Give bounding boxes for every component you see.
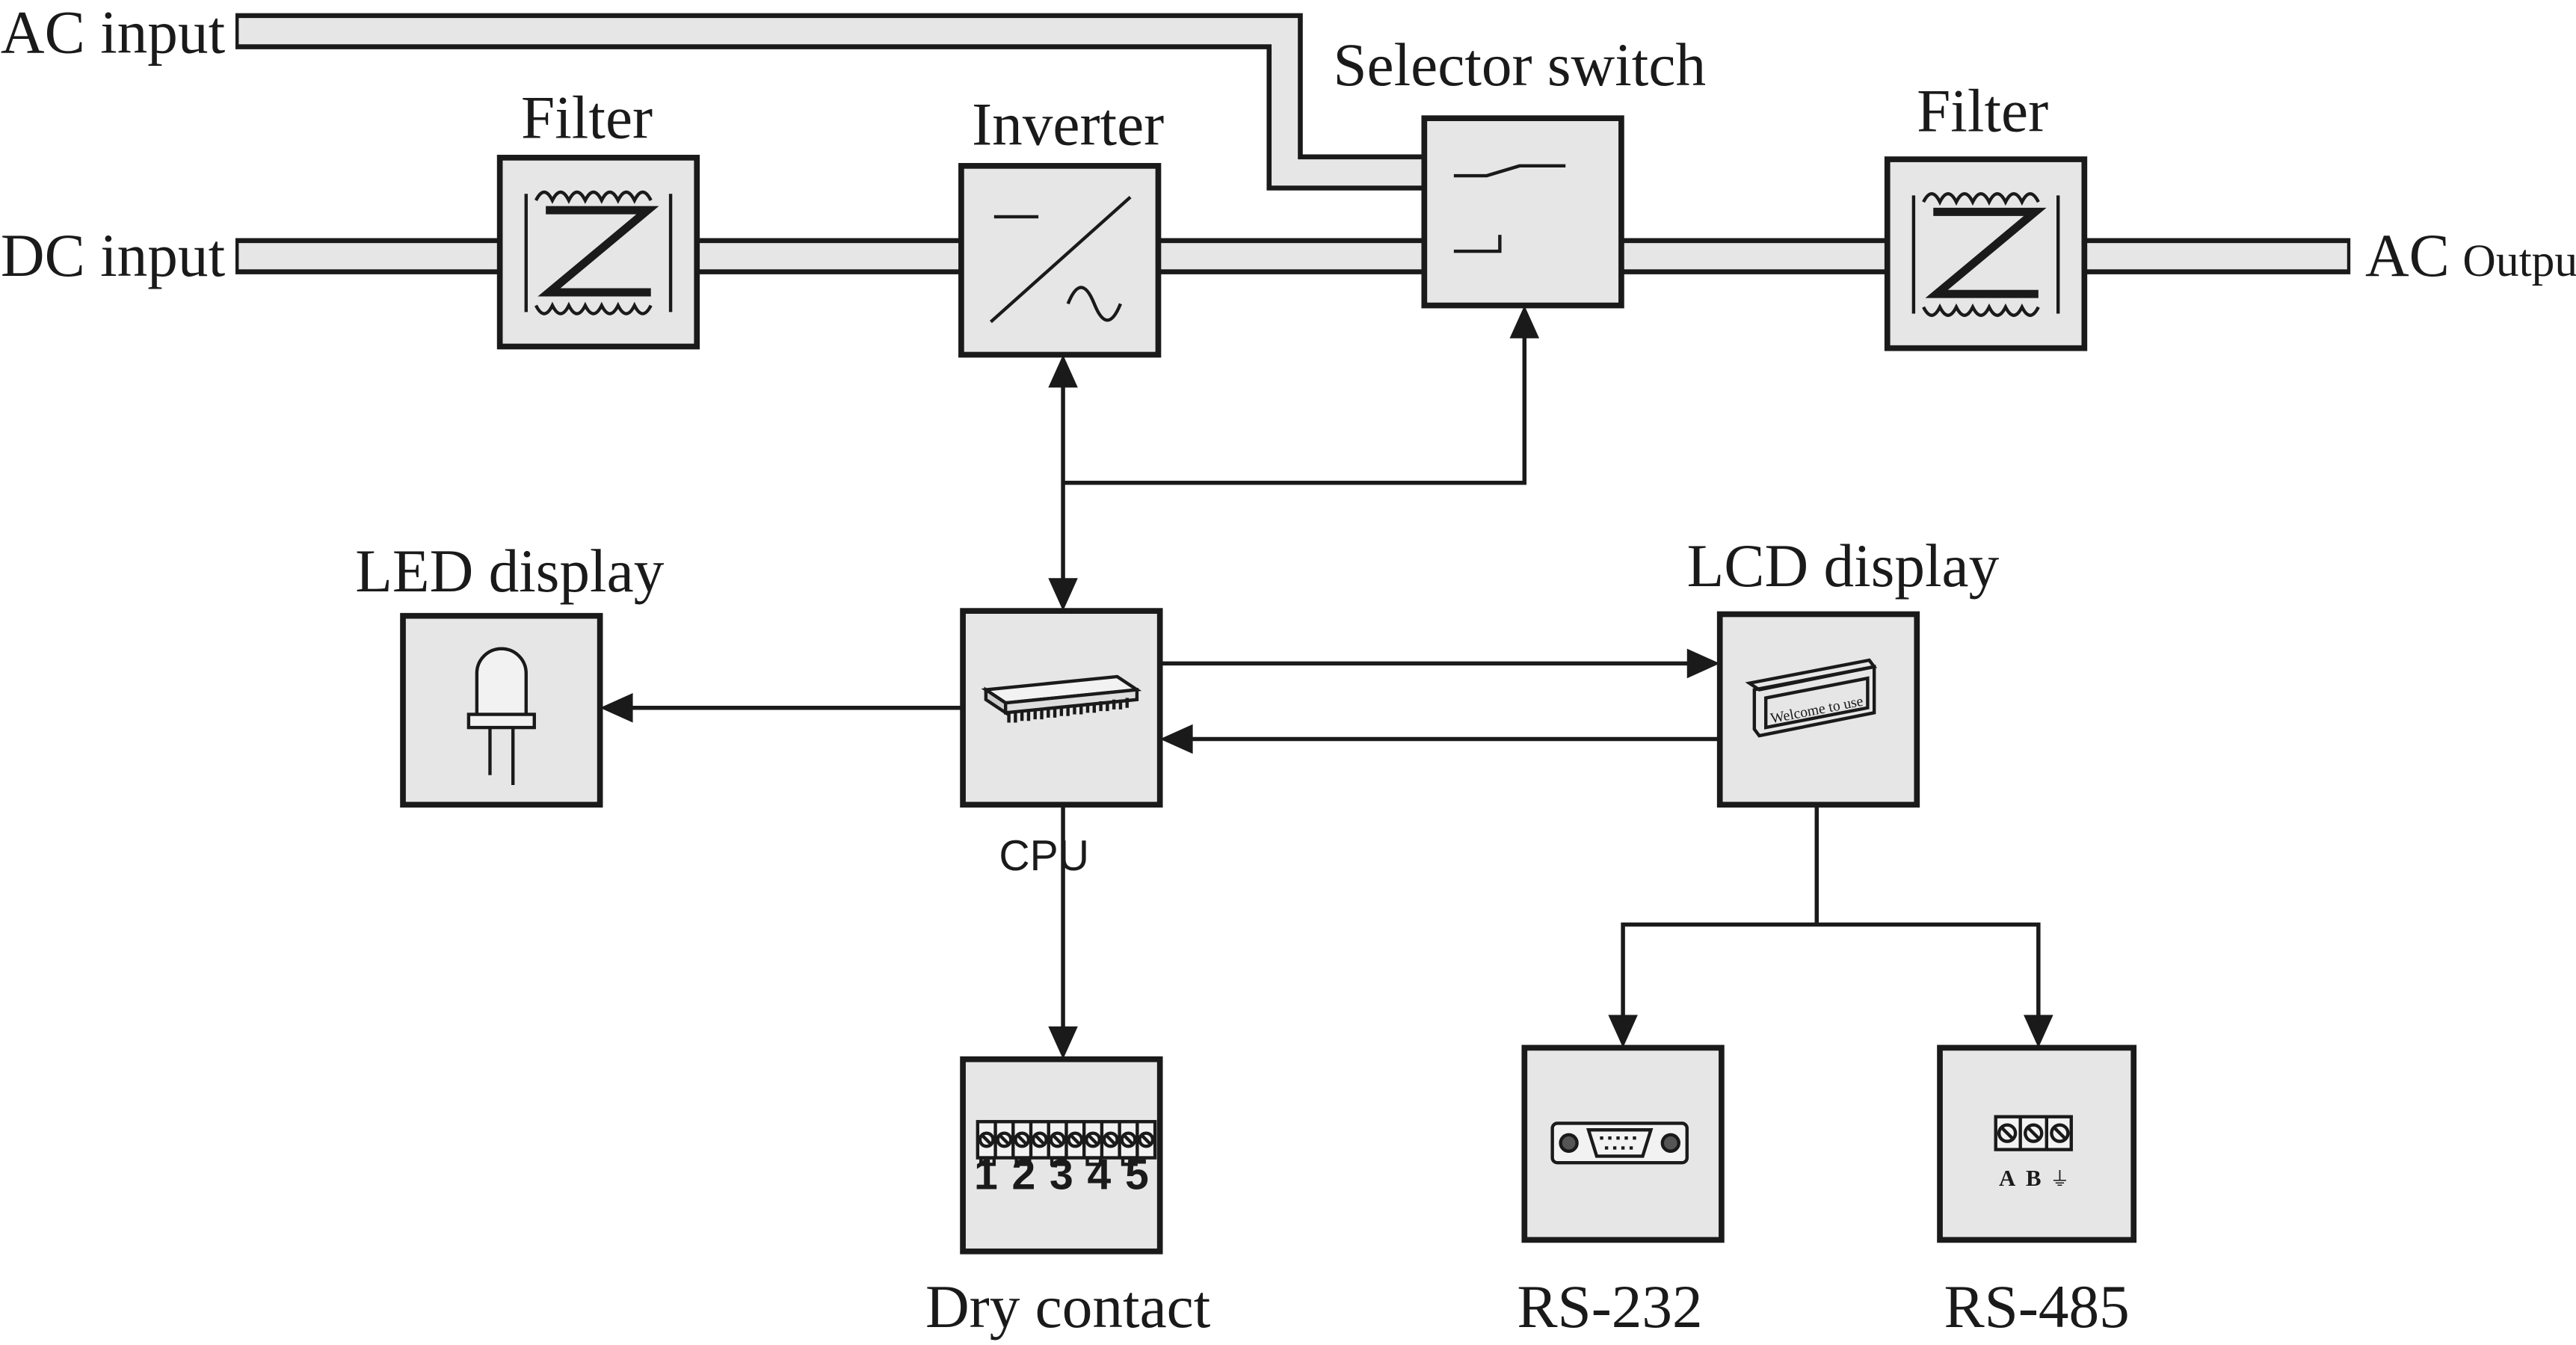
filter-output-block: [1884, 156, 2088, 351]
screw-icon: [978, 1131, 995, 1148]
inverter-label: Inverter: [972, 90, 1164, 158]
terminal-a-label: A: [1999, 1166, 2015, 1191]
ground-icon: ⏚: [2050, 1169, 2069, 1191]
screw-icon: [1049, 1131, 1066, 1148]
led-display-label: LED display: [355, 538, 664, 605]
filter-input-block: [496, 155, 700, 350]
led-icon: [466, 647, 536, 785]
led-display-block: [400, 612, 603, 808]
terminal-number: 5: [1125, 1151, 1149, 1198]
filter-input-label: Filter: [521, 84, 653, 152]
screw-icon: [996, 1131, 1013, 1148]
rs485-block: A B ⏚: [1937, 1044, 2137, 1243]
lcd-display-block: Welcome to use: [1716, 611, 1920, 808]
selector-switch-label: Selector switch: [1333, 31, 1706, 99]
filter-icon: [1911, 192, 2060, 317]
terminal-number: 2: [1011, 1151, 1035, 1198]
inverter-block: [958, 163, 1162, 358]
cpu-label: CPU: [999, 832, 1089, 880]
terminal-b-label: B: [2026, 1166, 2042, 1191]
screw-icon: [1014, 1131, 1031, 1148]
ac-output-label: ACOutput: [2365, 222, 2576, 289]
control-connections: [600, 305, 2053, 1059]
filter-icon: [524, 190, 673, 316]
screw-icon: [1067, 1131, 1084, 1148]
rs485-label: RS-485: [1944, 1273, 2129, 1341]
terminal-block-icon: [976, 1120, 1157, 1166]
screw-icon: [1138, 1131, 1155, 1148]
dry-contact-block: 1 2 3 4 5: [960, 1056, 1163, 1255]
switch-icon: [1453, 164, 1566, 253]
rs232-label: RS-232: [1517, 1273, 1702, 1341]
terminal-block-icon: [1994, 1115, 2073, 1151]
cpu-block: [960, 608, 1163, 808]
filter-output-label: Filter: [1917, 78, 2048, 145]
selector-switch-block: [1421, 115, 1624, 309]
screw-icon: [1031, 1131, 1048, 1148]
dry-contact-label: Dry contact: [925, 1273, 1211, 1341]
screw-icon: [1085, 1131, 1102, 1148]
chip-icon: [981, 674, 1142, 723]
terminal-number: 4: [1088, 1151, 1112, 1198]
dc-input-label: DC input: [1, 222, 226, 289]
rs232-block: [1521, 1044, 1725, 1243]
ac-input-label: AC input: [1, 0, 226, 66]
db9-connector-icon: [1550, 1121, 1689, 1165]
screw-icon: [1102, 1131, 1119, 1148]
screw-icon: [1120, 1131, 1137, 1148]
lcd-display-label: LCD display: [1687, 532, 2000, 600]
terminal-number: 3: [1050, 1151, 1073, 1198]
terminal-number: 1: [974, 1151, 998, 1198]
dc-ac-converter-icon: [989, 195, 1132, 324]
